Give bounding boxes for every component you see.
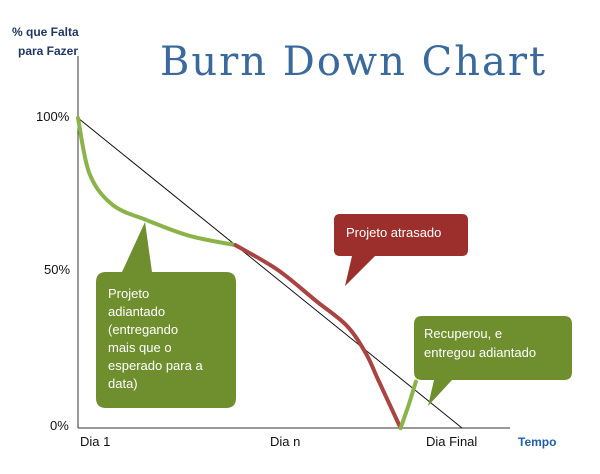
y-tick-100: 100% (36, 109, 70, 124)
x-tick-dia-final: Dia Final (426, 434, 477, 449)
x-axis-title: Tempo (518, 435, 556, 449)
callout-recuperou-line-1: Recuperou, e (424, 326, 502, 341)
callout-adiantado-line-5: esperado para a (108, 358, 203, 373)
ideal-burndown-line (77, 117, 463, 429)
x-tick-dia-n: Dia n (270, 434, 300, 449)
callout-adiantado-line-3: (entregando (108, 322, 178, 337)
y-axis-label-line-2: para Fazer (18, 44, 78, 58)
y-axis-label-line-1: % que Falta (12, 25, 79, 39)
callout-adiantado-line-4: mais que o (108, 340, 172, 355)
callout-recuperou: Recuperou, e entregou adiantado (414, 316, 572, 406)
callout-recuperou-line-2: entregou adiantado (424, 345, 536, 360)
x-tick-dia-1: Dia 1 (80, 434, 110, 449)
callout-projeto-atrasado-text: Projeto atrasado (346, 225, 441, 240)
callout-adiantado-line-2: adiantado (108, 304, 165, 319)
callout-projeto-adiantado: Projeto adiantado (entregando mais que o… (96, 222, 236, 408)
chart-title: Burn Down Chart (160, 39, 547, 85)
y-tick-0: 0% (50, 418, 69, 433)
callout-projeto-atrasado: Projeto atrasado (334, 214, 468, 286)
series-recovered-segment (398, 379, 418, 430)
callout-adiantado-line-6: data) (108, 376, 138, 391)
series-delayed-segment (233, 243, 403, 430)
callout-adiantado-line-1: Projeto (108, 286, 149, 301)
y-tick-50: 50% (44, 262, 70, 277)
series-ahead-segment (76, 116, 238, 248)
